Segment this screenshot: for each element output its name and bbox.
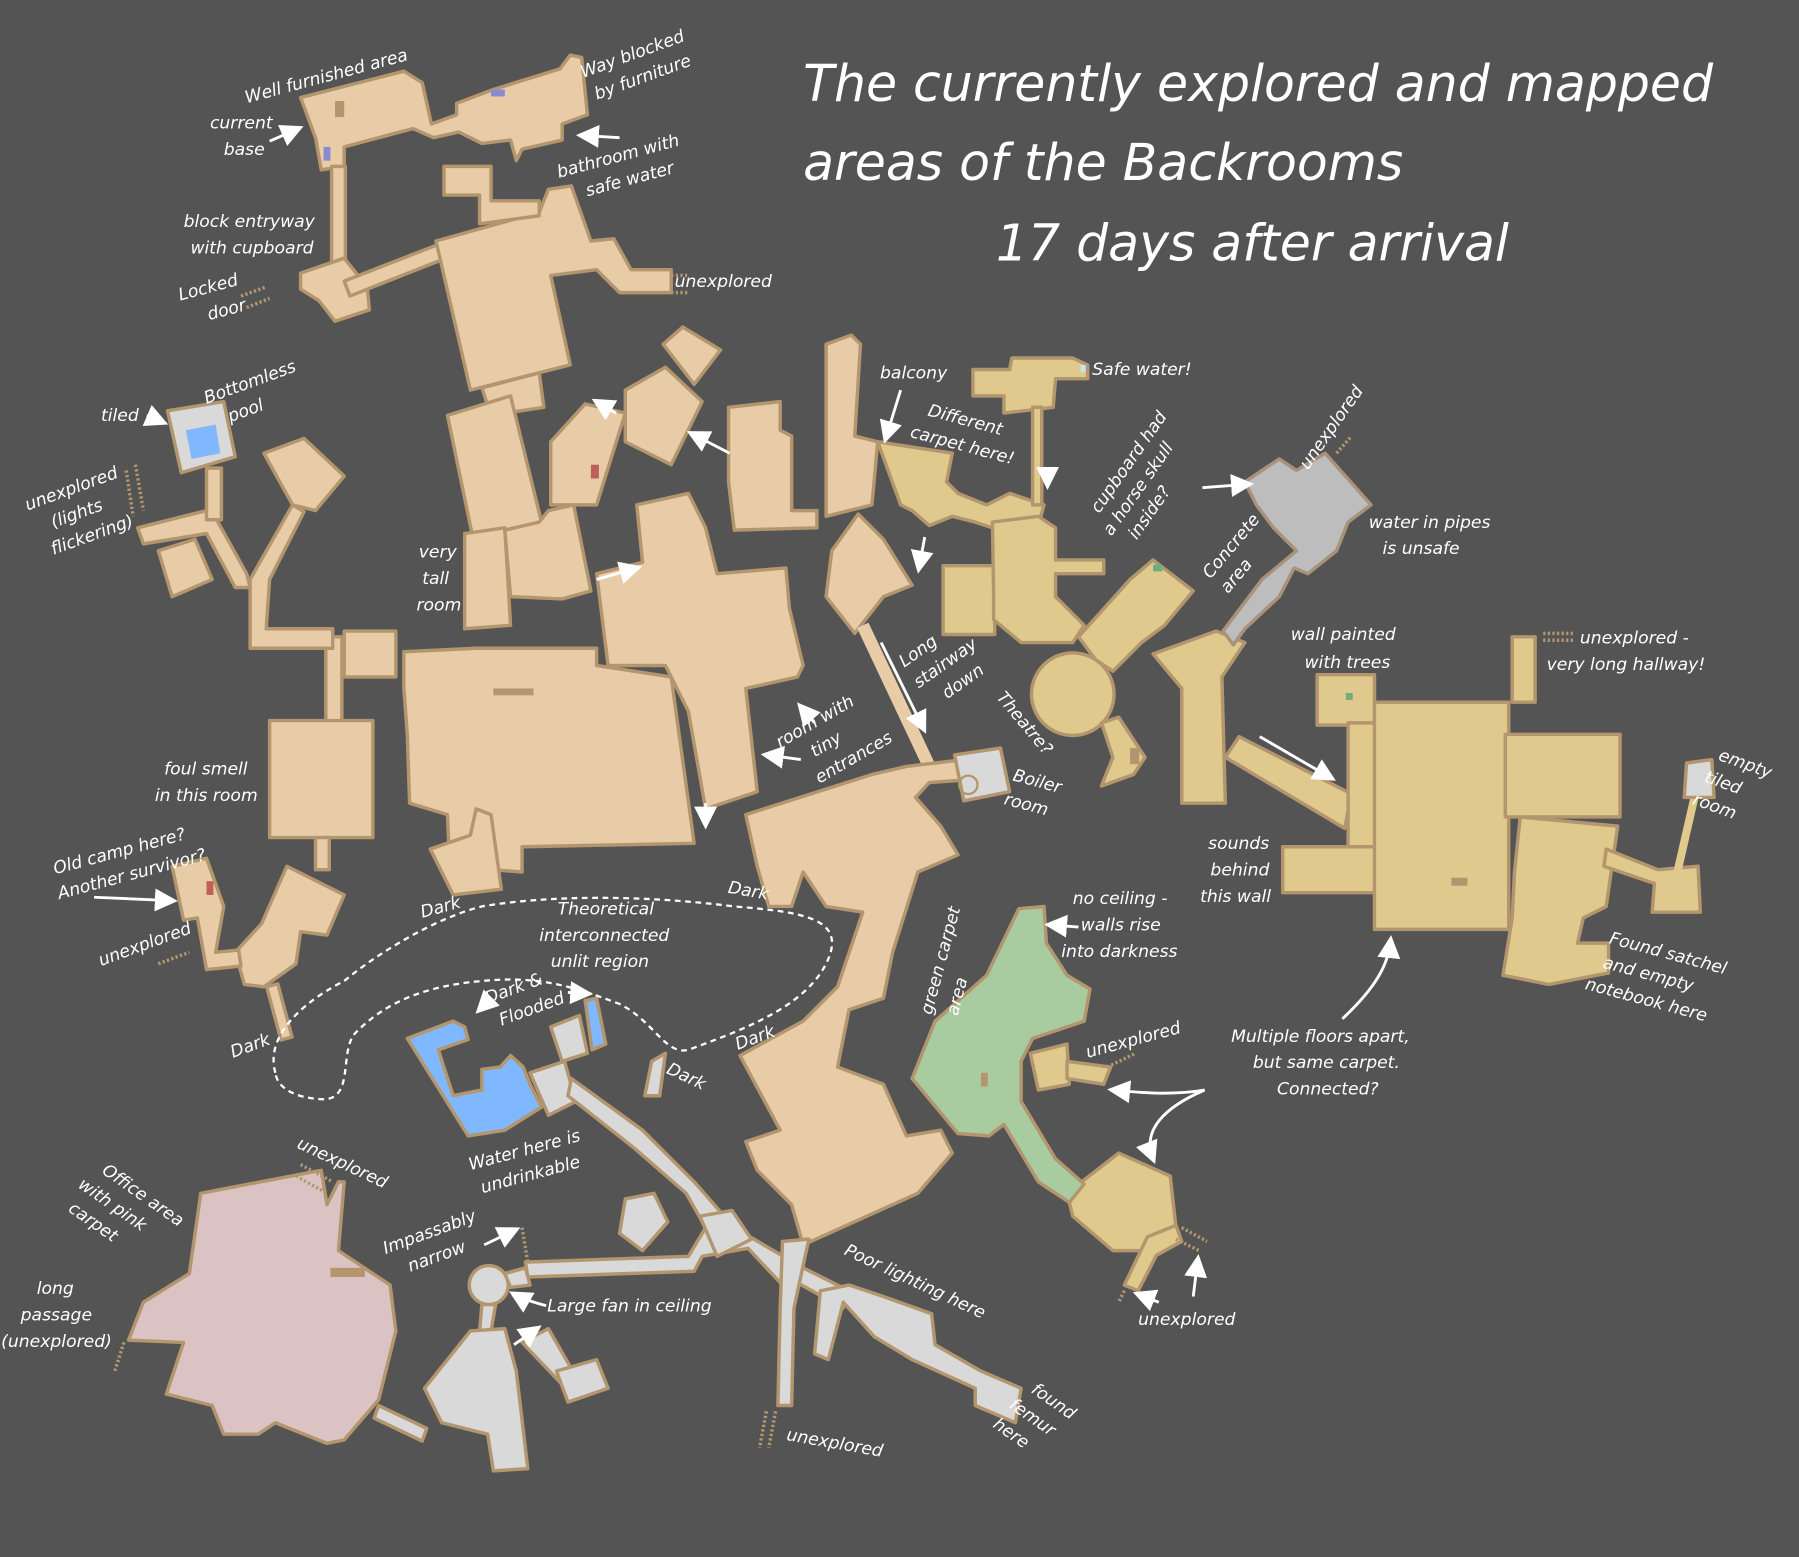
map-title-line-1: The currently explored and mapped xyxy=(803,54,1714,113)
room xyxy=(442,164,541,226)
column-room xyxy=(824,333,880,519)
map-title-line-2: areas of the Backrooms xyxy=(803,133,1403,192)
room xyxy=(548,402,628,507)
label-long-hallway: unexplored -very long hallway! xyxy=(1547,629,1706,675)
flooded-area xyxy=(405,1019,544,1138)
satchel-rooms xyxy=(1501,815,1620,987)
room xyxy=(342,629,398,679)
corridor xyxy=(1602,847,1703,914)
boiler xyxy=(958,774,979,796)
room xyxy=(824,512,914,636)
room xyxy=(941,563,997,637)
tiny-entrances-cluster xyxy=(594,491,805,811)
large-fan-room xyxy=(467,1263,510,1307)
corridor xyxy=(643,1051,668,1098)
boiler-room xyxy=(952,746,1012,803)
concrete-area xyxy=(1221,451,1373,647)
tree-mark xyxy=(1345,693,1353,700)
room xyxy=(428,807,504,897)
right-block xyxy=(1503,732,1622,819)
connector xyxy=(1346,721,1379,851)
label-large-fan: Large fan in ceiling xyxy=(547,1296,711,1316)
label-tiled: tiled xyxy=(101,406,139,426)
empty-tiled-room xyxy=(1682,757,1716,800)
sounds-room xyxy=(1280,845,1379,895)
corridor xyxy=(1673,790,1700,873)
long-stairway xyxy=(857,622,936,770)
wall-trees-room xyxy=(1315,672,1377,727)
corridor xyxy=(503,1266,532,1290)
large-central-room xyxy=(402,646,696,874)
corridor xyxy=(204,466,224,522)
room xyxy=(1028,1042,1072,1092)
theatre-room xyxy=(1029,651,1116,738)
corridor xyxy=(1099,715,1147,788)
yellow-carpet-region xyxy=(875,356,1716,1293)
corridor xyxy=(313,835,332,872)
label-unexplored-top: unexplored xyxy=(675,272,772,292)
room xyxy=(617,1191,670,1253)
corridor xyxy=(1030,405,1044,507)
tiled-region xyxy=(372,746,1023,1473)
label-unexplored-bottom-right: unexplored xyxy=(1138,1310,1235,1330)
fan-stair-room xyxy=(698,1208,754,1259)
foul-smell-room xyxy=(267,718,375,840)
room xyxy=(726,399,819,532)
room xyxy=(462,526,513,631)
current-base-room xyxy=(298,53,590,172)
room xyxy=(661,325,723,387)
room xyxy=(233,864,346,989)
corridor xyxy=(776,1237,811,1408)
office-area xyxy=(126,1168,398,1446)
room xyxy=(990,514,1106,645)
room xyxy=(156,537,214,599)
room xyxy=(623,365,704,467)
corridor xyxy=(477,1302,498,1333)
old-camp-room xyxy=(170,856,243,972)
label-safe-water: Safe water! xyxy=(1092,360,1191,380)
room xyxy=(503,503,593,601)
safe-water-room xyxy=(971,356,1090,415)
map-title-line-3: 17 days after arrival xyxy=(996,213,1509,272)
theoretical-region-outline xyxy=(272,896,834,1101)
label-multiple-floors: Multiple floors apart,but same carpet.Co… xyxy=(1231,1027,1410,1100)
room xyxy=(548,1013,590,1064)
room xyxy=(262,436,346,513)
annotation-arrows xyxy=(94,124,1401,1348)
room xyxy=(554,1357,610,1404)
corridor xyxy=(265,982,294,1042)
corridor xyxy=(1065,1059,1113,1086)
label-balcony: balcony xyxy=(880,364,948,384)
locked-door-room xyxy=(298,256,372,324)
green-carpet-area xyxy=(910,904,1092,1205)
southern-tan-rooms xyxy=(738,757,966,1247)
corridor xyxy=(248,503,335,651)
tan-carpet-region xyxy=(135,53,966,1247)
bottomless-pool xyxy=(185,424,221,459)
poor-lighting-corridor xyxy=(812,1283,1023,1425)
main-hall xyxy=(1372,700,1511,932)
room xyxy=(422,1326,530,1473)
big-room xyxy=(434,184,673,392)
room xyxy=(1076,558,1195,673)
corridor xyxy=(372,1403,429,1443)
long-hallway-corridor xyxy=(1510,635,1537,704)
furniture-marks xyxy=(206,89,1468,1278)
l-shaped-hall xyxy=(1151,629,1247,805)
unexplored-markers xyxy=(113,273,1575,1449)
